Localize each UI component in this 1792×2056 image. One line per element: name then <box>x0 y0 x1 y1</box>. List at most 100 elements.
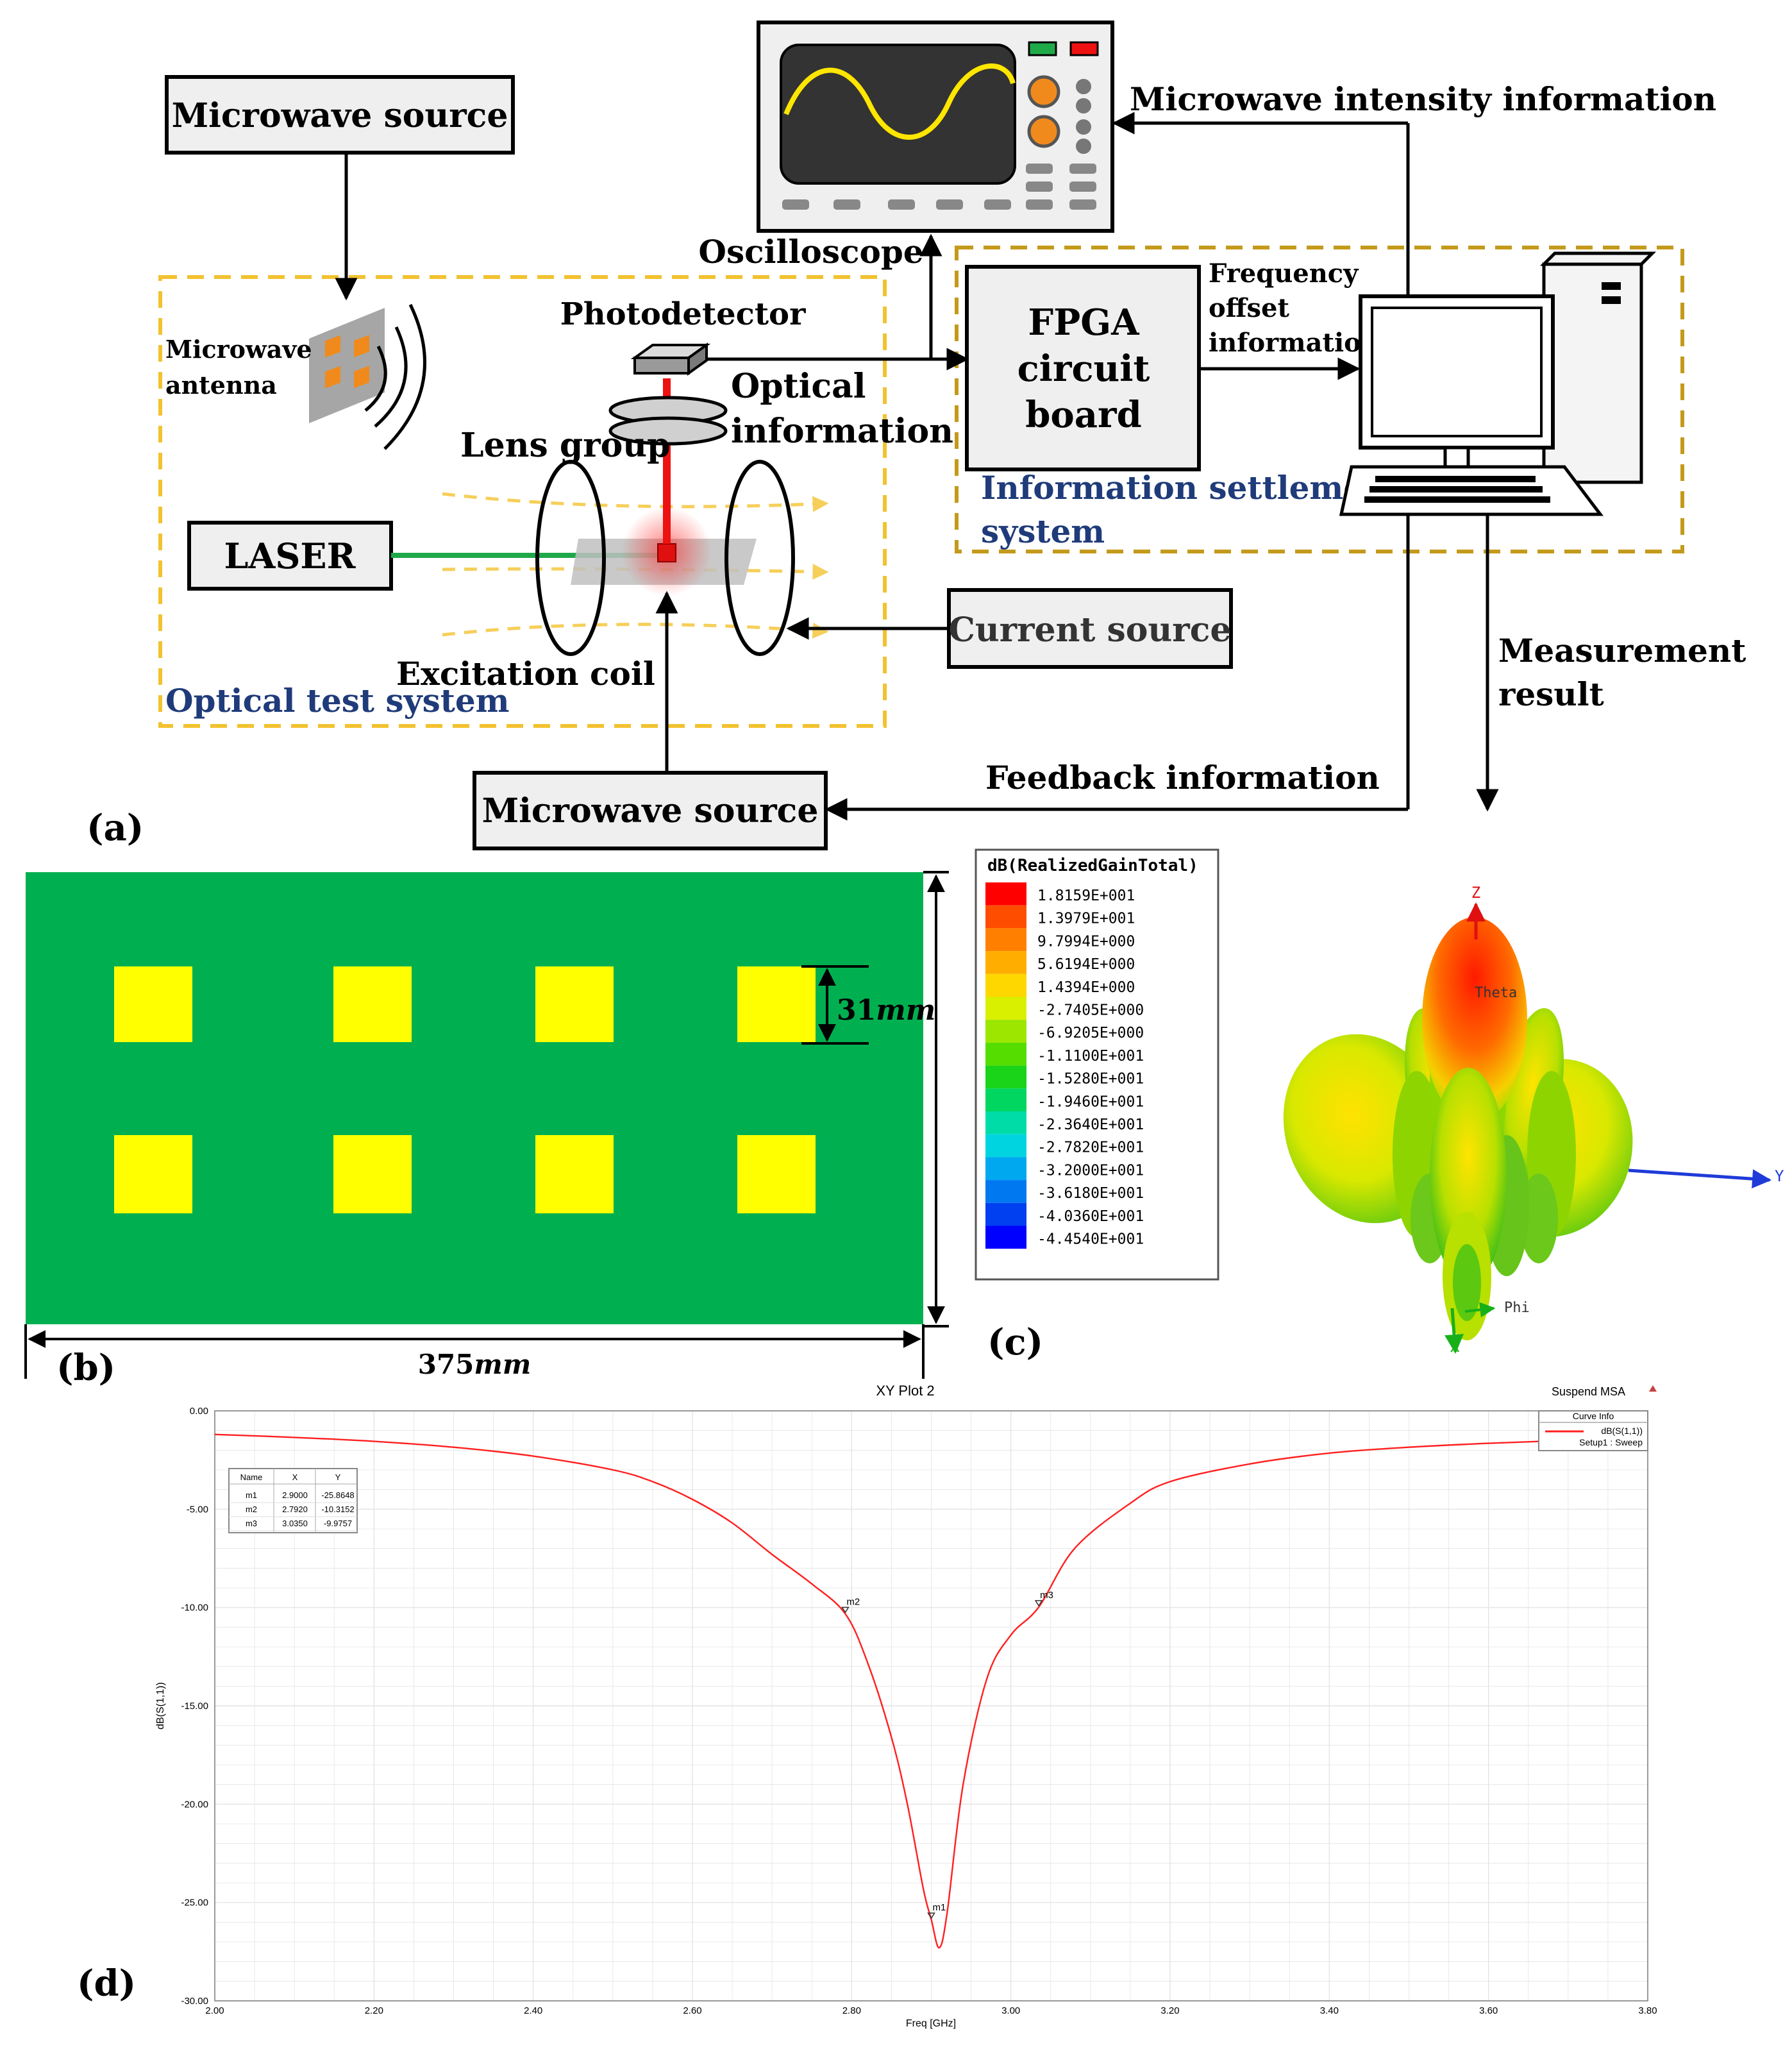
panel-c: dB(RealizedGainTotal) 1.8159E+0011.3979E… <box>975 848 1784 1363</box>
x-tick-label: 2.80 <box>842 2005 861 2016</box>
panel-b: 31mm 375mm (b) <box>24 871 949 1389</box>
info-settlement-label-2: system <box>981 512 1105 550</box>
panel-c-label: (c) <box>987 1321 1043 1363</box>
marker-table-cell: 2.7920 <box>282 1504 308 1514</box>
photodetector-label: Photodetector <box>560 296 806 332</box>
legend-swatch <box>985 1065 1026 1089</box>
legend-value: -3.2000E+001 <box>1037 1162 1144 1179</box>
lens-group-label: Lens group <box>460 426 670 465</box>
panel-a-label: (a) <box>87 807 144 849</box>
microwave-source-bottom-label: Microwave source <box>482 791 819 830</box>
fpga-label-1: FPGA <box>1028 301 1140 344</box>
x-tick-label: 3.60 <box>1479 2005 1498 2016</box>
fpga-box <box>965 265 1201 471</box>
y-tick-label: 0.00 <box>190 1406 208 1417</box>
marker-table-header: X <box>292 1472 298 1482</box>
plot-grid <box>214 1410 1648 2001</box>
legend-swatch <box>985 1111 1026 1134</box>
microwave-intensity-info-label: Microwave intensity information <box>1130 80 1716 118</box>
theta-label: Theta <box>1475 985 1517 1001</box>
excitation-coil-label: Excitation coil <box>396 655 655 693</box>
marker-table-cell: m3 <box>246 1519 257 1528</box>
marker-table-cell: 2.9000 <box>282 1490 308 1500</box>
microwave-antenna-icon <box>309 303 426 450</box>
oscilloscope-label: Oscilloscope <box>698 233 923 271</box>
sample-point <box>657 543 676 562</box>
panel-d-label: (d) <box>77 1962 136 2005</box>
excitation-coil-right <box>724 460 795 656</box>
info-settlement-system-box <box>955 246 1684 553</box>
fpga-label-3: board <box>1025 394 1141 436</box>
patch <box>114 1135 192 1213</box>
radiation-pattern-3d <box>1283 902 1771 1354</box>
y-tick-label: -30.00 <box>181 1996 208 2007</box>
marker-table-header: Y <box>335 1472 341 1482</box>
legend-swatch <box>985 973 1026 997</box>
marker-table-cell: -10.3152 <box>321 1504 354 1514</box>
legend-value: -2.3640E+001 <box>1037 1116 1144 1133</box>
patch <box>333 966 412 1042</box>
legend-swatch <box>985 997 1026 1020</box>
patch <box>535 1135 614 1213</box>
photodetector-icon <box>630 342 711 376</box>
plot-title: XY Plot 2 <box>876 1383 934 1399</box>
legend-value: 5.6194E+000 <box>1037 956 1135 973</box>
gain-legend-items: 1.8159E+0011.3979E+0019.7994E+0005.6194E… <box>985 882 1144 1249</box>
optical-info-label-1: Optical <box>731 367 866 406</box>
marker-table-cell: -9.9757 <box>324 1519 352 1528</box>
legend-swatch <box>985 1042 1026 1066</box>
info-settlement-label-1: Information settlement <box>981 469 1402 507</box>
x-tick-label: 3.00 <box>1001 2005 1020 2016</box>
legend-swatch <box>985 1226 1026 1249</box>
optical-test-system-label: Optical test system <box>165 682 510 720</box>
legend-value: 1.3979E+001 <box>1037 911 1135 927</box>
legend-value: -1.1100E+001 <box>1037 1048 1144 1065</box>
legend-value: -1.9460E+001 <box>1037 1093 1144 1110</box>
laser-box <box>187 521 393 591</box>
brand-triangle-icon <box>1649 1385 1657 1392</box>
legend-swatch <box>985 882 1026 906</box>
y-axis-label: dB(S(1,1)) <box>155 1682 166 1730</box>
x-axis-label: Freq [GHz] <box>906 2018 956 2029</box>
legend-swatch <box>985 1020 1026 1043</box>
marker-symbol <box>841 1606 850 1614</box>
x-tick-label: 2.40 <box>524 2005 542 2016</box>
legend-value: 1.4394E+000 <box>1037 979 1135 996</box>
patch <box>535 966 614 1042</box>
y-tick-label: -10.00 <box>181 1603 208 1614</box>
curve-info-setup: Setup1 : Sweep <box>1579 1437 1643 1447</box>
panel-a: Microwave source Microwave antenna LASER <box>87 21 1746 850</box>
legend-value: -6.9205E+000 <box>1037 1025 1144 1041</box>
marker-label: m3 <box>1040 1590 1053 1601</box>
y-tick-label: -15.00 <box>181 1701 208 1712</box>
computer-icon <box>1339 251 1657 516</box>
optical-test-system-box <box>158 275 887 728</box>
panel-b-label: (b) <box>56 1347 115 1389</box>
freq-offset-label-1: Frequency <box>1209 258 1359 289</box>
legend-swatch <box>985 1088 1026 1111</box>
patch <box>737 1135 816 1213</box>
axis-y-label: Y <box>1775 1167 1784 1185</box>
patch <box>114 966 192 1042</box>
microwave-source-top-box <box>165 75 515 155</box>
curve-info-name: dB(S(1,1)) <box>1601 1426 1643 1436</box>
legend-value: -4.0360E+001 <box>1037 1208 1144 1225</box>
lens-2 <box>608 416 728 446</box>
legend-swatch <box>985 905 1026 929</box>
x-tick-label: 2.00 <box>205 2005 224 2016</box>
legend-value: -2.7405E+000 <box>1037 1002 1144 1019</box>
measurement-result-label-2: result <box>1498 675 1604 713</box>
legend-swatch <box>985 1180 1026 1203</box>
y-tick-labels: 0.00-5.00-10.00-15.00-20.00-25.00-30.00 <box>181 1406 208 2007</box>
curve-info-title: Curve Info <box>1573 1411 1614 1421</box>
legend-value: -2.7820E+001 <box>1037 1140 1144 1156</box>
marker-table-cell: m2 <box>246 1504 257 1514</box>
x-tick-label: 2.20 <box>365 2005 383 2016</box>
y-tick-label: -25.00 <box>181 1898 208 1909</box>
fpga-label-2: circuit <box>1017 348 1150 390</box>
